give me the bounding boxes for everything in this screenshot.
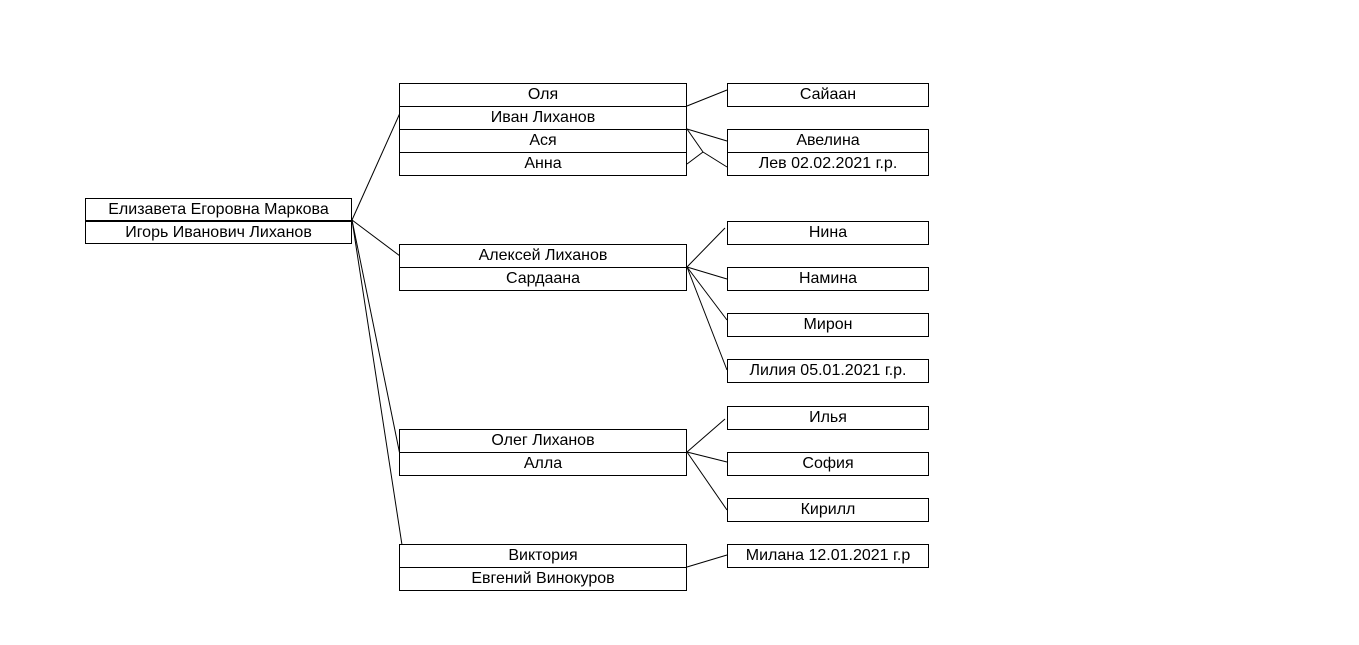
child-box-family-3-child-2: София [727, 452, 929, 476]
child-box-family-2-child-4: Лилия 05.01.2021 г.р. [727, 359, 929, 383]
child-box-family-2-child-3: Мирон [727, 313, 929, 337]
connector-family-1-child-3c [686, 151, 704, 165]
connector-family-3-child-2 [686, 451, 728, 463]
child-box-family-1-child-1: Сайаан [727, 83, 929, 107]
connector-root-family-4 [351, 219, 403, 546]
connector-family-2-child-4 [686, 266, 728, 371]
person-box-family-4-member-2: Евгений Винокуров [399, 567, 687, 591]
connector-family-2-child-3 [686, 266, 728, 321]
person-box-root-2: Игорь Иванович Лиханов [85, 221, 352, 244]
person-box-family-1-member-2: Иван Лиханов [399, 106, 687, 130]
connector-root-family-1 [351, 112, 401, 221]
connector-family-2-child-1 [686, 227, 726, 268]
child-box-family-1-child-3: Лев 02.02.2021 г.р. [727, 152, 929, 176]
person-box-family-4-member-1: Виктория [399, 544, 687, 568]
child-box-family-2-child-1: Нина [727, 221, 929, 245]
child-box-family-1-child-2: Авелина [727, 129, 929, 153]
connector-family-2-child-2 [686, 266, 728, 280]
connector-family-4-child-1 [686, 554, 728, 568]
person-box-family-2-member-2: Сардаана [399, 267, 687, 291]
connector-family-1-child-3b [702, 151, 728, 168]
connector-root-family-3 [351, 219, 401, 456]
person-box-family-1-member-4: Анна [399, 152, 687, 176]
connector-family-1-child-1 [686, 89, 728, 107]
person-box-family-1-member-1: Оля [399, 83, 687, 107]
connector-family-1-child-2 [686, 128, 728, 142]
person-box-root-1: Елизавета Егоровна Маркова [85, 198, 352, 221]
person-box-family-2-member-1: Алексей Лиханов [399, 244, 687, 268]
child-box-family-2-child-2: Намина [727, 267, 929, 291]
connector-family-3-child-3 [686, 451, 728, 511]
person-box-family-3-member-2: Алла [399, 452, 687, 476]
child-box-family-3-child-1: Илья [727, 406, 929, 430]
connector-root-family-2 [351, 219, 401, 257]
person-box-family-3-member-1: Олег Лиханов [399, 429, 687, 453]
connector-family-3-child-1 [686, 418, 726, 453]
connector-family-1-child-3a [686, 128, 704, 153]
person-box-family-1-member-3: Ася [399, 129, 687, 153]
child-box-family-4-child-1: Милана 12.01.2021 г.р [727, 544, 929, 568]
child-box-family-3-child-3: Кирилл [727, 498, 929, 522]
